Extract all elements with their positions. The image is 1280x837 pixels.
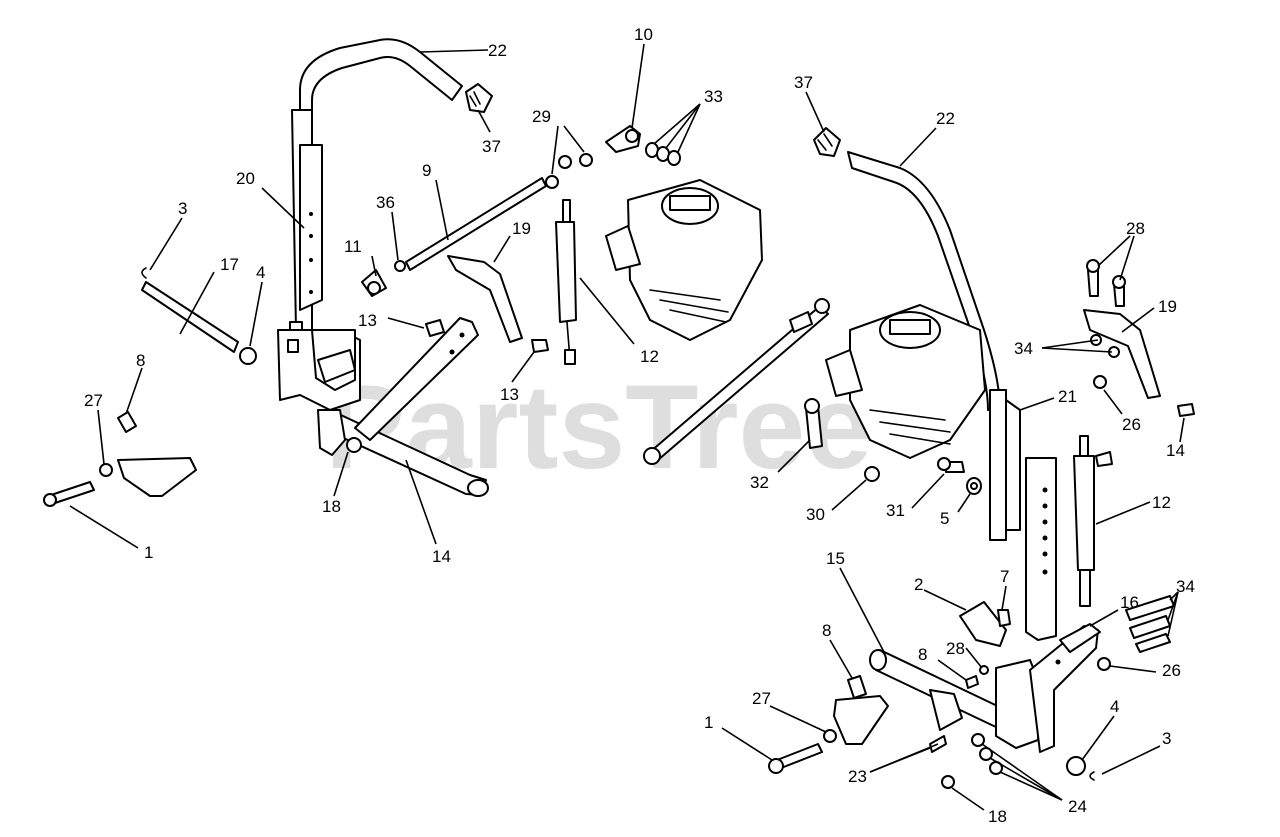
callout-30: 30 <box>806 505 825 524</box>
callout-14-right: 14 <box>1166 441 1185 460</box>
callout-11: 11 <box>344 237 362 256</box>
callout-16: 16 <box>1120 593 1139 612</box>
callout-31: 31 <box>886 501 905 520</box>
callout-13-upper: 13 <box>358 311 377 330</box>
left-handle-assembly <box>43 38 763 507</box>
callout-26-lower: 26 <box>1162 661 1181 680</box>
callout-3-left: 3 <box>178 199 187 218</box>
callout-23: 23 <box>848 767 867 786</box>
callout-2: 2 <box>914 575 923 594</box>
callout-27-left: 27 <box>84 391 103 410</box>
callout-10: 10 <box>634 25 653 44</box>
callout-28-lower: 28 <box>946 639 965 658</box>
callout-20: 20 <box>236 169 255 188</box>
callout-1-left: 1 <box>144 543 153 562</box>
callout-8-left: 8 <box>136 351 145 370</box>
callout-36: 36 <box>376 193 395 212</box>
callout-18-left: 18 <box>322 497 341 516</box>
callout-37-left: 37 <box>482 137 501 156</box>
right-handle-assembly <box>643 127 1195 789</box>
callout-21: 21 <box>1058 387 1077 406</box>
callout-5: 5 <box>940 509 949 528</box>
callout-29: 29 <box>532 107 551 126</box>
callout-8-right-lower: 8 <box>918 645 927 664</box>
leader-lines <box>69 43 1185 811</box>
callout-1-right: 1 <box>704 713 713 732</box>
callout-12-right: 12 <box>1152 493 1171 512</box>
callout-26-upper: 26 <box>1122 415 1141 434</box>
callout-4-right: 4 <box>1110 697 1119 716</box>
callout-14-left: 14 <box>432 547 451 566</box>
callout-8-right-upper: 8 <box>822 621 831 640</box>
callout-32: 32 <box>750 473 769 492</box>
callout-3-right: 3 <box>1162 729 1171 748</box>
callout-7: 7 <box>1000 567 1009 586</box>
callout-15: 15 <box>826 549 845 568</box>
callout-33: 33 <box>704 87 723 106</box>
callout-19-right: 19 <box>1158 297 1177 316</box>
callout-labels: 1 1 2 3 3 4 4 5 7 8 8 8 9 10 11 12 12 12… <box>84 25 1195 826</box>
callout-34-lower: 34 <box>1176 577 1195 596</box>
callout-22-left: 22 <box>488 41 507 60</box>
callout-28-upper: 28 <box>1126 219 1145 238</box>
callout-18-right: 18 <box>988 807 1007 826</box>
callout-37-right: 37 <box>794 73 813 92</box>
callout-17: 17 <box>220 255 239 274</box>
callout-13-lower: 13 <box>500 385 519 404</box>
callout-34-upper: 34 <box>1014 339 1033 358</box>
callout-12-left: 12 <box>640 347 659 366</box>
callout-19-left: 19 <box>512 219 531 238</box>
callout-9: 9 <box>422 161 431 180</box>
callout-4-left: 4 <box>256 263 265 282</box>
callout-22-right: 22 <box>936 109 955 128</box>
callout-27-right: 27 <box>752 689 771 708</box>
callout-24: 24 <box>1068 797 1087 816</box>
